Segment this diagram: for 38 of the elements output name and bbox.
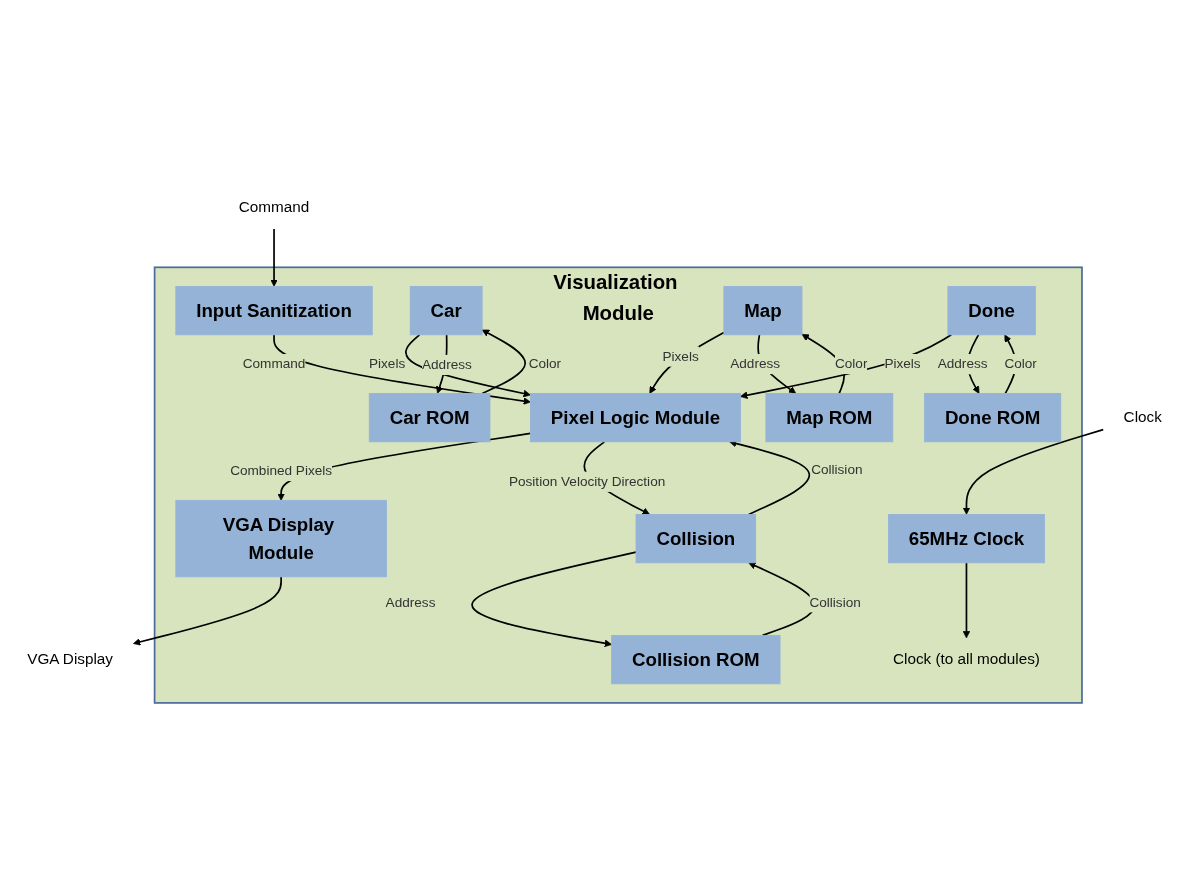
node-box: VGA Display Module — [175, 499, 387, 577]
arrow — [471, 550, 637, 647]
edge-label: Command — [242, 356, 306, 371]
edge-label: Pixels — [884, 356, 921, 371]
arrow — [962, 428, 1105, 515]
edge-label: Address — [421, 356, 472, 372]
node-box: Pixel Logic Module — [530, 392, 741, 442]
node-box: Car ROM — [368, 392, 491, 442]
arrow — [270, 227, 278, 287]
node-box: Collision ROM — [611, 634, 781, 684]
edge-label: Color — [528, 355, 562, 371]
node-box: Collision — [635, 513, 757, 563]
arrow — [962, 561, 971, 638]
edge-label: Color — [1004, 356, 1037, 371]
edge-label: Pixels — [368, 356, 406, 371]
arrow — [649, 331, 725, 394]
arrow — [481, 329, 526, 394]
node-text: Clock — [1123, 408, 1162, 426]
node-text: Clock (to all modules) — [892, 650, 1040, 668]
arrow — [133, 575, 282, 646]
node-box: Done — [947, 285, 1036, 335]
edge-label: Address — [730, 356, 781, 371]
edge-label: Combined Pixels — [230, 463, 333, 478]
node-box: Map ROM — [765, 392, 894, 442]
edge-label: Collision — [809, 594, 861, 609]
edge-label: Collision — [811, 461, 863, 476]
node-box: Input Sanitization — [175, 285, 373, 335]
node-box: Done ROM — [924, 392, 1062, 442]
node-box: Map — [723, 285, 803, 335]
edge-label: Address — [937, 356, 988, 371]
edge-label: Position Velocity Direction — [508, 473, 666, 489]
edge-label: Address — [385, 595, 436, 610]
node-box: Car — [409, 285, 483, 335]
node-text: Command — [238, 198, 310, 216]
node-text: VGA Display — [27, 650, 113, 668]
edge-label: Pixels — [662, 348, 699, 363]
edge-label: Color — [834, 356, 868, 371]
node-box: 65MHz Clock — [888, 513, 1045, 563]
